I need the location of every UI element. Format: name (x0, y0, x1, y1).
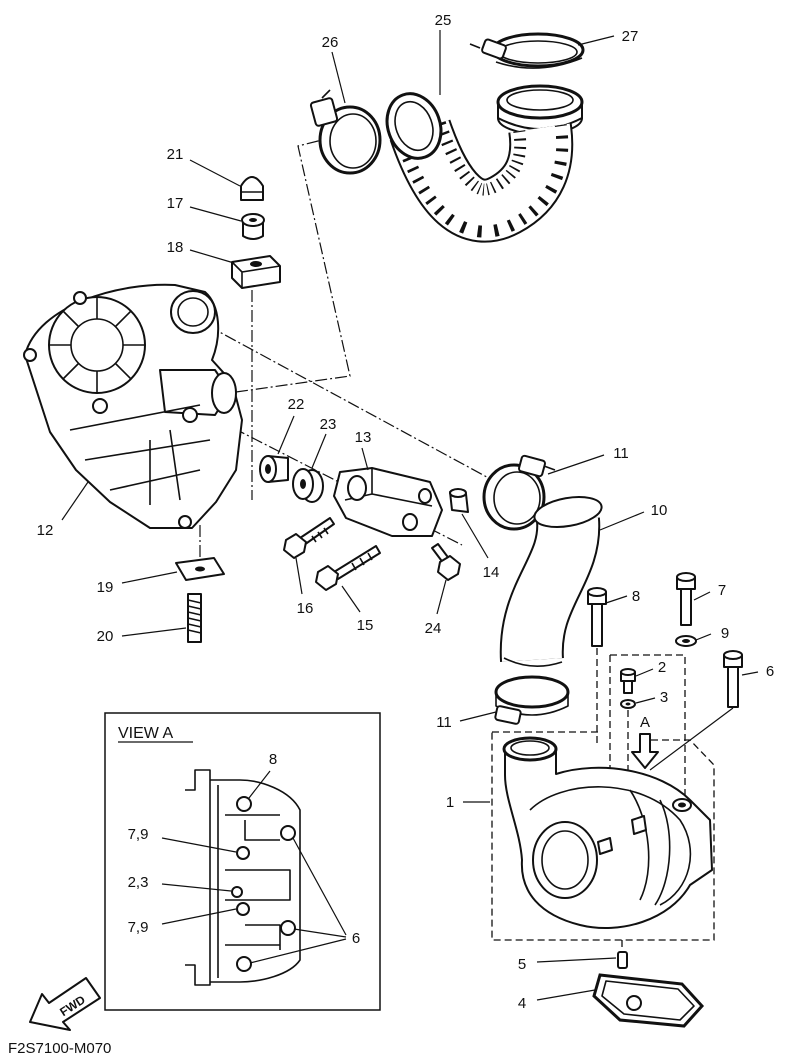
callout-3: 3 (660, 689, 668, 706)
callout-21: 21 (167, 146, 184, 163)
callout-25: 25 (435, 12, 452, 29)
callout-17: 17 (167, 195, 184, 212)
view-a-callout-6: 6 (352, 930, 360, 947)
part-26 (309, 89, 382, 175)
view-a-callout-8: 8 (269, 751, 277, 768)
view-a-inset: VIEW A 8 7,9 2,3 7,9 6 (104, 712, 381, 1011)
part-2 (620, 668, 636, 694)
callout-4: 4 (518, 995, 526, 1012)
part-24 (431, 543, 461, 581)
part-27 (469, 32, 585, 69)
callout-13: 13 (355, 429, 372, 446)
part-21 (240, 176, 264, 201)
callout-11-upper: 11 (613, 445, 629, 462)
callout-12: 12 (37, 522, 54, 539)
part-6 (723, 650, 743, 708)
part-9 (675, 635, 697, 647)
callout-6: 6 (766, 663, 774, 680)
part-16 (283, 517, 335, 559)
view-a-callout-7-9-upper: 7,9 (128, 826, 149, 843)
part-20 (187, 593, 202, 643)
callout-22: 22 (288, 396, 305, 413)
figure-code: F2S7100-M070 (8, 1040, 111, 1057)
part-18 (231, 255, 281, 289)
part-11-upper (482, 454, 556, 531)
leader-lines (61, 30, 759, 1001)
part-17 (241, 213, 265, 240)
callout-1: 1 (446, 794, 454, 811)
part-13 (333, 467, 443, 537)
part-23 (292, 468, 324, 503)
fwd-arrow-icon: FWD (29, 977, 101, 1031)
part-25 (385, 84, 584, 243)
part-1 (502, 736, 713, 929)
callout-19: 19 (97, 579, 114, 596)
callout-23: 23 (320, 416, 337, 433)
part-15 (315, 545, 381, 591)
part-22 (259, 455, 289, 483)
part-7 (676, 572, 696, 626)
callout-5: 5 (518, 956, 526, 973)
part-11-lower (494, 675, 570, 725)
callout-20: 20 (97, 628, 114, 645)
callout-10: 10 (651, 502, 668, 519)
part-8 (587, 587, 607, 647)
callout-2: 2 (658, 659, 666, 676)
view-a-callout-7-9-lower: 7,9 (128, 919, 149, 936)
part-3 (620, 699, 636, 709)
part-12 (23, 283, 243, 529)
callout-11-lower: 11 (436, 714, 452, 731)
callout-16: 16 (297, 600, 314, 617)
view-a-callout-2-3: 2,3 (128, 874, 149, 891)
part-10 (499, 496, 603, 667)
callout-27: 27 (622, 28, 639, 45)
callout-9: 9 (721, 625, 729, 642)
callout-24: 24 (425, 620, 442, 637)
callout-18: 18 (167, 239, 184, 256)
callout-15: 15 (357, 617, 374, 634)
callout-8: 8 (632, 588, 640, 605)
part-14 (449, 488, 469, 513)
callout-26: 26 (322, 34, 339, 51)
callout-7: 7 (718, 582, 726, 599)
part-19 (175, 557, 225, 581)
view-a-arrow: A (631, 714, 659, 769)
view-a-title: VIEW A (118, 725, 173, 742)
part-5 (617, 951, 628, 969)
callout-14: 14 (483, 564, 500, 581)
part-4 (592, 973, 705, 1028)
callout-labels: 26 25 27 21 17 18 22 23 13 11 10 12 16 1… (37, 12, 775, 1012)
view-marker-label: A (640, 714, 650, 731)
